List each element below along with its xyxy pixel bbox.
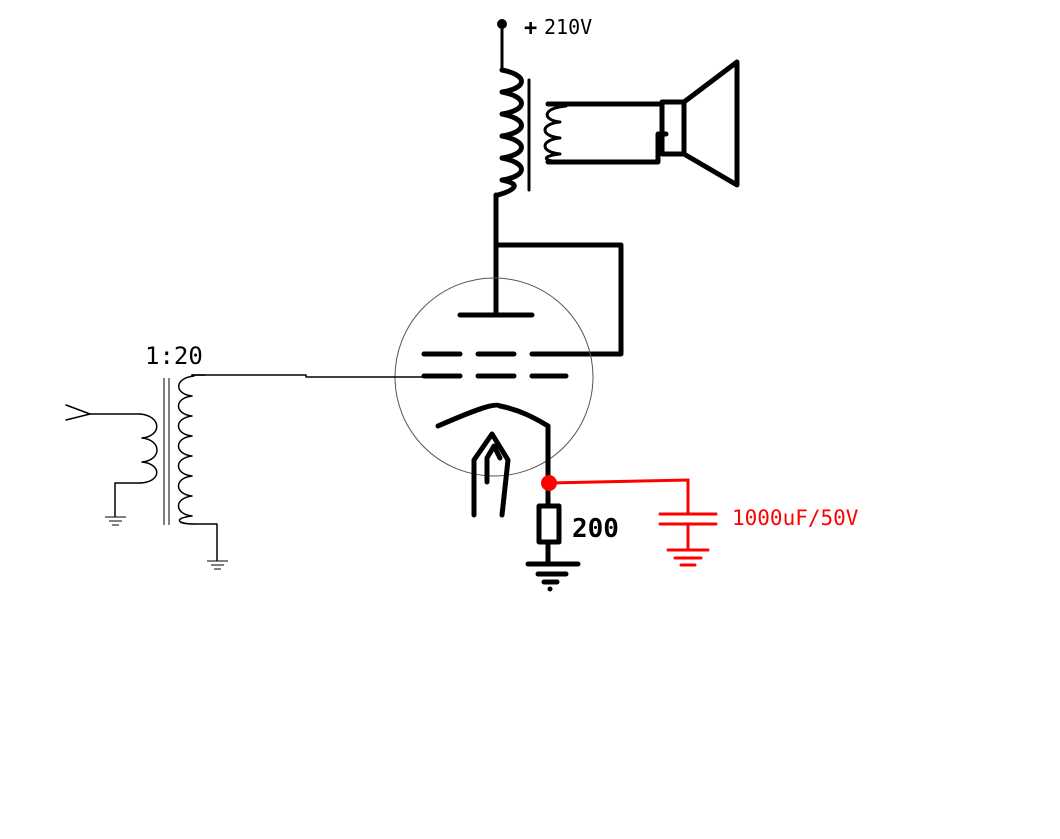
- plate-wiring: [493, 192, 624, 357]
- input-arrow-icon: [65, 404, 91, 421]
- grid-input-wire: [191, 374, 425, 378]
- output-transformer: [495, 67, 669, 198]
- supply-voltage-label: 210V: [544, 15, 592, 39]
- transformer-ratio-label: 1:20: [145, 342, 203, 370]
- speaker-icon: [659, 59, 740, 188]
- cathode-resistor: 200: [536, 480, 619, 566]
- ground-icon: [207, 560, 228, 570]
- input-transformer: 1:20: [89, 342, 218, 561]
- ground-icon: [525, 561, 581, 592]
- bypass-capacitor: 1000uF/50V: [541, 475, 859, 567]
- supply-plus-sign: +: [524, 16, 537, 41]
- bypass-capacitor-label: 1000uF/50V: [732, 506, 859, 530]
- supply-terminal: + 210V: [497, 15, 592, 72]
- ground-icon: [105, 516, 126, 526]
- cathode-resistor-label: 200: [572, 514, 619, 544]
- vacuum-tube-pentode: [394, 277, 594, 518]
